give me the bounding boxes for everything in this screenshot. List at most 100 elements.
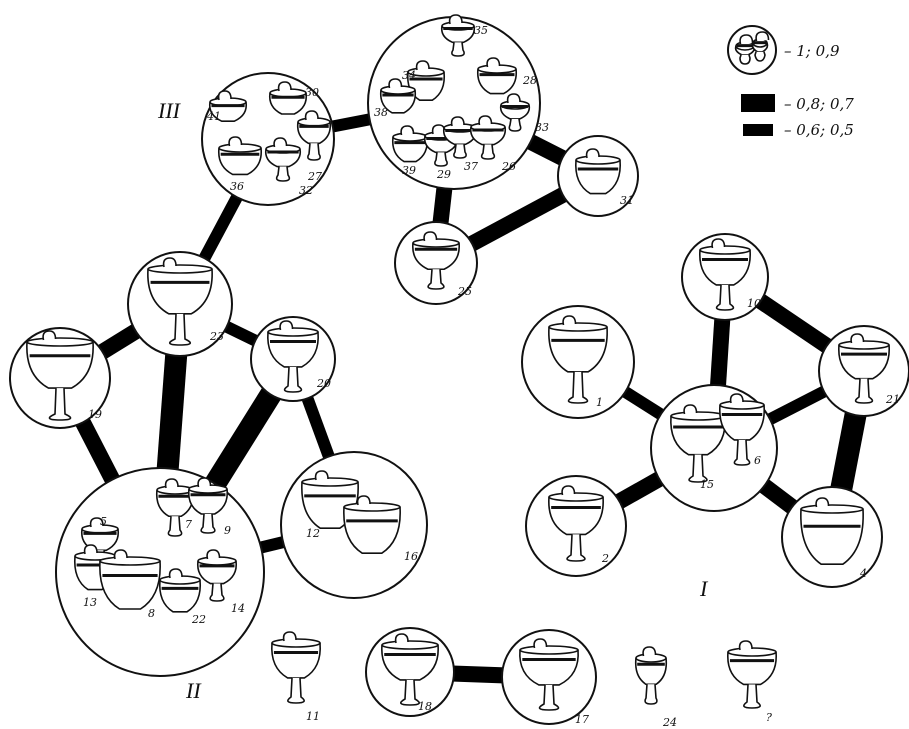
vessel-number: 37: [464, 160, 478, 173]
vessel-number: 25: [457, 285, 472, 298]
node-n15_6: 156: [650, 384, 778, 512]
vessel-14: [196, 549, 238, 602]
vessel-11: [271, 631, 321, 704]
node-n31: 31: [557, 135, 639, 217]
vessel-handle: [83, 544, 98, 555]
vessel-8: [99, 549, 161, 610]
vessel-number: 11: [306, 710, 320, 723]
vessel-handle: [448, 14, 463, 25]
vessel-number: 27: [307, 170, 322, 183]
vessel-handle: [197, 477, 212, 488]
vessel-handle: [815, 497, 830, 508]
vessel-handle: [228, 136, 243, 147]
vessel-foot: [739, 54, 751, 65]
vessel-26: [469, 115, 507, 160]
vessel-foot: [453, 144, 467, 159]
vessel-number: 22: [191, 613, 206, 626]
vessel-number: 13: [83, 596, 97, 609]
vessel-handle: [304, 110, 319, 121]
vessel-foot: [167, 516, 183, 537]
vessel-rim: [147, 264, 213, 274]
vessel-number: 24: [662, 716, 677, 729]
vessel-handle: [164, 478, 179, 489]
vessel-36: [217, 136, 263, 176]
vessel-handle: [711, 238, 726, 249]
legend-bar-thin: [743, 124, 773, 136]
vessel-foot: [567, 371, 589, 404]
vessel-rim: [699, 245, 751, 255]
vessel-rim: [381, 640, 439, 650]
legend-label-l1: – 1; 0,9: [784, 42, 840, 60]
vessel-rim: [519, 645, 579, 655]
vessel-number: 12: [306, 527, 320, 540]
vessel-foot: [644, 684, 658, 705]
node-n17: 17: [501, 629, 597, 726]
vessel-rim: [670, 411, 726, 421]
vessel-number: 31: [620, 194, 634, 207]
vessel-foot: [200, 513, 216, 534]
legend-label-l2: – 0,8; 0,7: [784, 95, 854, 113]
vessel-legend-b: [751, 31, 770, 62]
vessel-32: [264, 137, 302, 182]
vessel-6: [718, 393, 766, 466]
vessel-number: 36: [230, 180, 244, 193]
vessel-handle: [478, 115, 493, 126]
vessel-handle: [356, 495, 371, 506]
vessel-handle: [683, 404, 698, 415]
vessel-bowl: [271, 642, 321, 679]
vessel-foot: [688, 454, 708, 483]
vessel-foot: [275, 166, 291, 182]
node-n18: 18: [365, 627, 455, 717]
vessel-rim: [218, 143, 262, 153]
vessel-34: [406, 60, 446, 101]
vessel-handle: [217, 90, 232, 101]
vessel-24: [634, 646, 668, 705]
vessel-22: [158, 568, 202, 613]
vessel-9: [187, 477, 229, 534]
vessel-number: 19: [88, 408, 102, 421]
vessel-number: 21: [885, 393, 900, 406]
vessel-rim: [271, 638, 321, 648]
vessel-number: 9: [224, 524, 231, 537]
vessel-foot: [307, 143, 321, 161]
vessel-rim: [800, 504, 864, 514]
node-n10: 10: [681, 233, 769, 321]
vessel-rim: [159, 575, 201, 585]
vessel-rim: [548, 322, 608, 332]
vessel-handle: [562, 315, 577, 326]
vessel-number: 17: [575, 713, 589, 726]
vessel-handle: [113, 549, 128, 560]
vessel-rim: [838, 340, 890, 350]
vessel-handle: [486, 57, 501, 68]
vessel-handle: [206, 549, 221, 560]
vessel-number: 38: [374, 106, 388, 119]
vessel-38: [379, 78, 417, 114]
node-n21: 21: [818, 325, 909, 417]
vessel-handle: [738, 640, 753, 651]
node-n1: 1: [521, 305, 635, 419]
vessel-30: [268, 81, 308, 115]
vessel-bowl: [800, 508, 864, 565]
vessel-15: [670, 404, 726, 483]
vessel-19: [26, 330, 94, 421]
node-n19: 19: [9, 327, 111, 429]
vessel-number: 20: [316, 377, 331, 390]
vessel-17: [519, 638, 579, 711]
vessel-number: 35: [474, 24, 488, 37]
vessel-21: [838, 333, 890, 404]
vessel-rim: [412, 238, 460, 248]
vessel-foot: [743, 684, 761, 709]
vessel-handle: [282, 631, 297, 642]
vessel-handle: [755, 31, 770, 42]
vessel-number: 18: [418, 700, 432, 713]
vessel-foot: [480, 144, 496, 160]
vessel-handle: [89, 517, 104, 528]
vessel-rim: [719, 400, 765, 410]
vessel-handle: [168, 568, 183, 579]
vessel-foot: [283, 366, 303, 393]
vessel-foot: [168, 313, 192, 346]
vessel-23: [147, 257, 213, 346]
vessel-number: 15: [700, 478, 714, 491]
